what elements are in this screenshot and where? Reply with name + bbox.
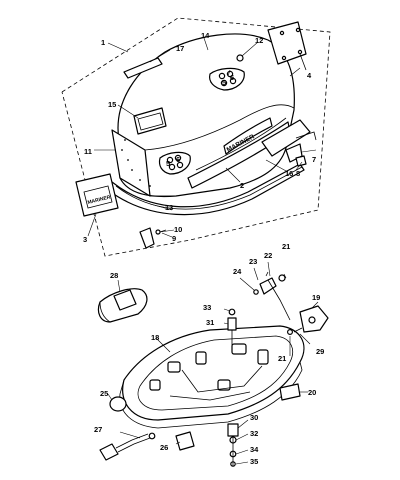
callout-32: 32	[250, 429, 258, 438]
callout-29: 29	[316, 347, 324, 356]
callout-22: 22	[264, 251, 272, 260]
callout-labels: 1 2 3 4 5 6 5 6 7 8 9 10 11 12 13 14 15 …	[83, 31, 324, 466]
callout-11: 11	[84, 147, 92, 156]
callout-28: 28	[110, 271, 118, 280]
cowl-seal	[107, 163, 305, 216]
mariner-decal	[75, 173, 119, 217]
callout-5b: 5	[166, 159, 170, 168]
callout-23: 23	[249, 257, 257, 266]
callout-5: 5	[222, 78, 226, 87]
callout-12: 12	[255, 36, 263, 45]
callout-2: 2	[240, 181, 244, 190]
hook-bracket	[139, 227, 155, 249]
drain-plug	[109, 396, 127, 412]
callout-34: 34	[250, 445, 259, 454]
cowl-mount	[175, 431, 195, 451]
leader-lines	[87, 37, 319, 465]
callout-6b: 6	[176, 155, 180, 164]
callout-14: 14	[201, 31, 210, 40]
callout-24: 24	[233, 267, 242, 276]
front-cap-plug-upper	[209, 67, 245, 91]
callout-30: 30	[250, 413, 258, 422]
callout-26: 26	[160, 443, 168, 452]
callout-33: 33	[203, 303, 211, 312]
cowl-logo-decal	[223, 117, 273, 155]
assembly-boundary-top	[61, 17, 331, 257]
callout-31: 31	[206, 318, 214, 327]
top-cowl-assembly: MARINER	[61, 17, 331, 257]
callout-16: 16	[285, 169, 293, 178]
callout-18: 18	[151, 333, 159, 342]
callout-4: 4	[307, 71, 312, 80]
callout-9: 9	[172, 234, 176, 243]
callout-3: 3	[83, 235, 87, 244]
callout-21b: 21	[278, 354, 286, 363]
callout-27: 27	[94, 425, 102, 434]
latch-plate-top	[267, 21, 307, 65]
callout-25: 25	[100, 389, 108, 398]
cowl-grommet-strip	[123, 57, 163, 79]
callout-21: 21	[282, 242, 290, 251]
callout-7: 7	[312, 155, 316, 164]
caution-label	[279, 383, 301, 401]
callout-17: 17	[176, 44, 184, 53]
callout-15: 15	[108, 100, 116, 109]
callout-13: 13	[165, 203, 173, 212]
callout-20: 20	[308, 388, 316, 397]
callout-6: 6	[230, 73, 234, 82]
callout-10: 10	[174, 225, 182, 234]
callout-8: 8	[296, 169, 300, 178]
decal-logo-text: MARINER	[87, 194, 111, 206]
callout-35: 35	[250, 457, 258, 466]
cowl-front-panel	[261, 119, 311, 157]
fuel-connector	[99, 443, 119, 461]
front-cap-plug-lower	[158, 151, 191, 175]
bottom-cowl-assembly	[97, 271, 329, 467]
callout-19: 19	[312, 293, 320, 302]
callout-1: 1	[101, 38, 105, 47]
cowl-plug	[236, 54, 244, 62]
cowl-label-plate	[133, 107, 167, 135]
